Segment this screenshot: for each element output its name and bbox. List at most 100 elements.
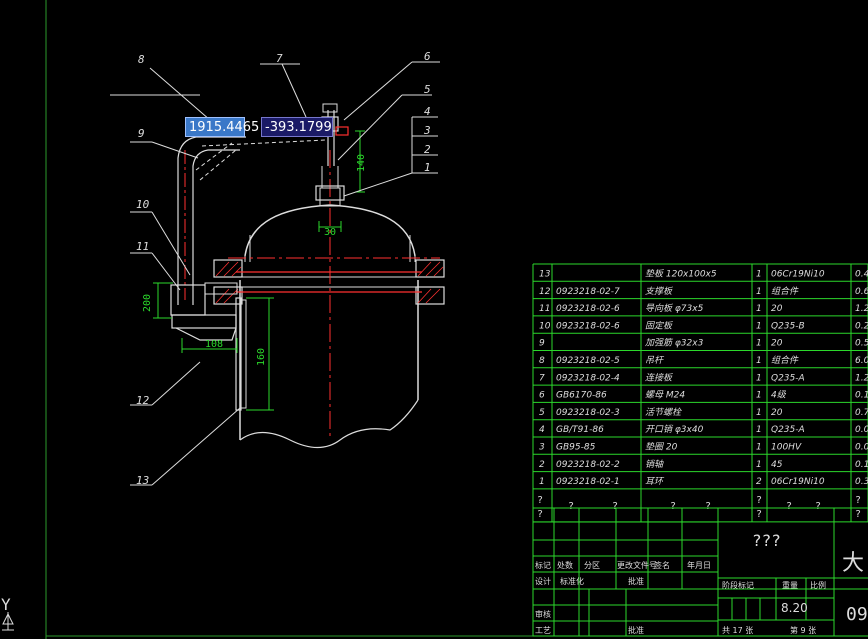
ucs-icon	[2, 612, 14, 631]
bom-cell-material: 20	[771, 304, 783, 314]
bom-footer-placeholder: ?	[756, 495, 762, 506]
bom-footer-placeholder: ?	[612, 501, 618, 512]
bom-cell-material: 45	[771, 460, 783, 470]
balloon-9: 9	[138, 127, 145, 140]
tb-sheets-total: 共 17 张	[722, 626, 753, 635]
title-block	[532, 507, 868, 637]
bom-cell-material: 20	[771, 339, 783, 349]
break-line	[239, 399, 419, 449]
bom-cell-code: 0923218-02-3	[556, 408, 620, 418]
dynamic-input-y[interactable]: -393.1799	[261, 117, 333, 137]
bom-cell-weight: 0.1	[855, 391, 868, 401]
balloon-1: 1	[424, 161, 431, 174]
bom-cell-code: 0923218-02-4	[556, 373, 620, 383]
lug-1	[315, 185, 345, 201]
lift-rod	[177, 136, 246, 305]
bom-cell-name: 垫圈 20	[645, 442, 678, 453]
dimension-lines	[153, 130, 365, 411]
bom-cell-qty: 1	[756, 287, 762, 297]
bom-cell-material: 4级	[771, 390, 787, 401]
bom-cell-code: GB6170-86	[556, 391, 607, 401]
bom-cell-no: 10	[539, 321, 551, 331]
tb-h-date: 年月日	[687, 560, 711, 570]
bom-footer-placeholder: ?	[815, 501, 821, 512]
bom-footer-placeholder: ?	[855, 495, 861, 506]
bom-cell-code: 0923218-02-2	[556, 460, 620, 470]
bom-cell-no: 11	[539, 304, 550, 314]
balloon-3: 3	[423, 124, 431, 137]
bom-cell-no: 12	[539, 287, 551, 297]
balloon-10: 10	[136, 198, 150, 211]
tb-h-mark: 标记	[535, 560, 551, 570]
ucs-axis-label: Y	[1, 595, 11, 614]
bom-cell-name: 垫板 120x100x5	[645, 269, 717, 280]
dynamic-input-x[interactable]: 1915.4465	[185, 117, 259, 137]
bom-cell-weight: 0.3	[855, 477, 868, 487]
bom-cell-qty: 1	[756, 304, 762, 314]
bom-footer-placeholder: ?	[537, 495, 543, 506]
bom-cell-qty: 2	[756, 477, 762, 487]
bom-footer-placeholder: ?	[786, 501, 792, 512]
bom-cell-qty: 1	[756, 321, 762, 331]
balloon-2: 2	[424, 143, 431, 156]
bom-cell-code: GB95-85	[556, 443, 596, 453]
bom-cell-qty: 1	[756, 270, 762, 280]
bom-cell-name: 活节螺栓	[645, 407, 682, 418]
tb-std: 标准化	[560, 576, 584, 586]
tb-approve: 批准	[628, 576, 644, 586]
tb-h-zone: 分区	[584, 561, 600, 570]
drawing-title-char: 大	[842, 551, 864, 576]
bom-cell-no: 2	[539, 460, 545, 470]
bom-cell-material: 06Cr19Ni10	[771, 477, 825, 487]
balloon-labels: 8 7 6 5 4 3 2 1 9 10 11 12 13	[136, 50, 431, 487]
bom-footer-placeholder: ?	[670, 501, 676, 512]
bom-cell-name: 加强筋 φ32x3	[645, 338, 704, 349]
bom-cell-no: 1	[539, 477, 545, 487]
dim-140: 140	[356, 154, 367, 172]
bom-cell-weight: 0.2	[855, 321, 868, 331]
dished-head	[244, 204, 416, 257]
bom-footer-placeholder: ?	[705, 501, 711, 512]
bom-footer-placeholder: ?	[855, 509, 861, 520]
bom-cell-weight: 0.1	[855, 460, 868, 470]
bom-cell-no: 5	[539, 408, 545, 418]
bom-cell-code: 0923218-02-7	[556, 287, 620, 297]
balloon-5: 5	[424, 83, 431, 96]
bom-cell-no: 8	[539, 356, 545, 366]
bom-cell-name: 螺母 M24	[645, 390, 685, 401]
bom-footer-placeholder: ?	[537, 509, 543, 520]
bom-cell-weight: 1.2	[855, 304, 868, 314]
balloon-4: 4	[424, 105, 431, 118]
balloon-8: 8	[138, 53, 145, 66]
bom-cell-qty: 1	[756, 391, 762, 401]
bom-cell-weight: 0.4	[855, 270, 868, 280]
bom-cell-name: 支撑板	[645, 286, 674, 297]
tb-scale-label: 比例	[810, 580, 826, 590]
dim-108: 108	[205, 339, 223, 350]
bom-cell-weight: 6.0	[855, 356, 868, 366]
bom-cell-material: Q235-A	[771, 373, 805, 383]
dim-200: 200	[142, 294, 153, 312]
tb-stage: 阶段标记	[722, 580, 754, 590]
bom-cell-code: 0923218-02-5	[556, 356, 620, 366]
bom-cell-material: 20	[771, 408, 783, 418]
support-plate	[171, 314, 237, 329]
bom-cell-code: 0923218-02-6	[556, 304, 620, 314]
tb-h-sign: 签名	[654, 560, 670, 570]
balloon-13: 13	[136, 474, 149, 487]
bom-cell-name: 耳环	[645, 476, 665, 487]
dim-160: 160	[256, 348, 267, 366]
tb-craft: 工艺	[535, 626, 551, 635]
bom-cell-name: 吊杆	[645, 355, 665, 366]
tb-sheet-no: 第 9 张	[790, 625, 816, 635]
bom-cell-weight: 0.0	[855, 443, 868, 453]
bom-cell-weight: 1.2	[855, 373, 868, 383]
dim-30: 30	[324, 227, 336, 238]
bom-cell-code: 0923218-02-1	[556, 477, 620, 487]
bom-cell-qty: 1	[756, 356, 762, 366]
bom-cell-material: 组合件	[771, 286, 799, 297]
bom-cell-weight: 0.6	[855, 287, 868, 297]
bom-cell-code: GB/T91-86	[556, 425, 604, 435]
